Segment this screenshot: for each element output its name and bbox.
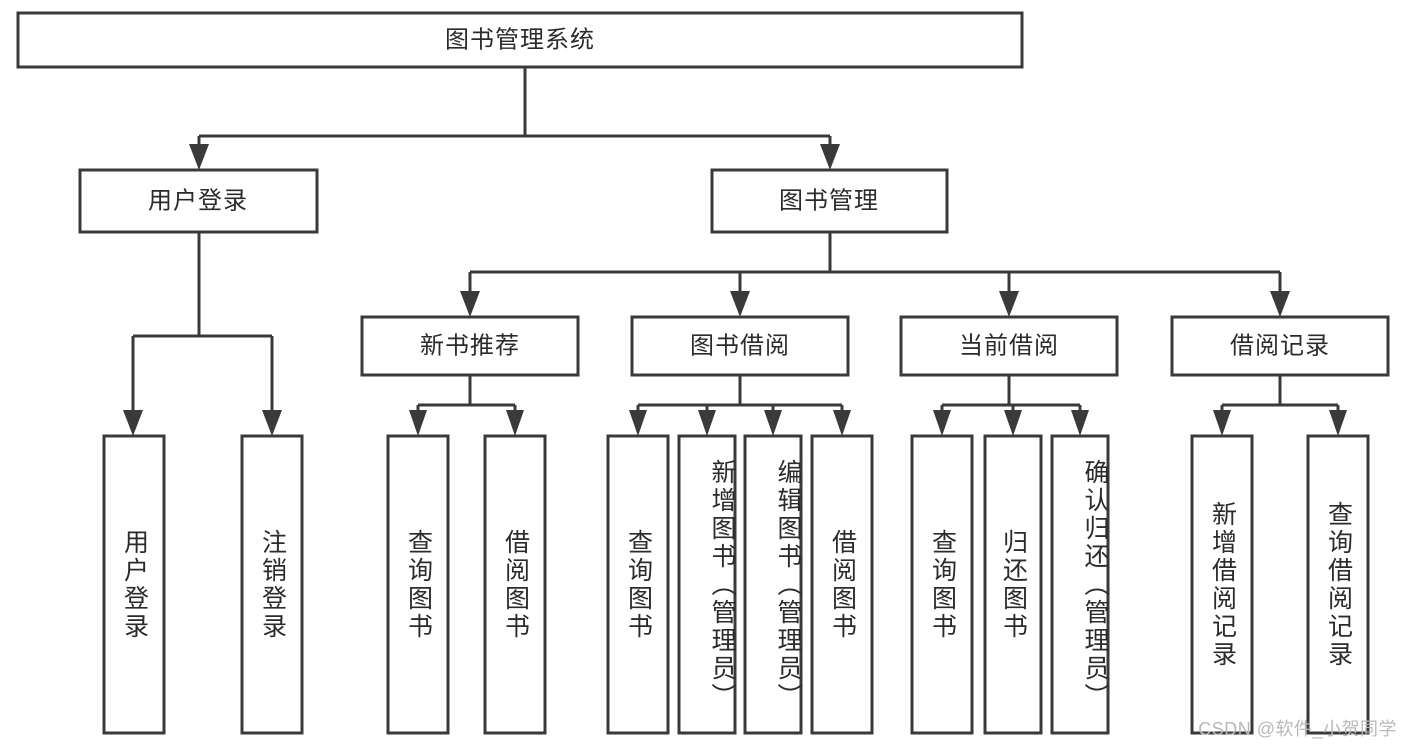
leaf-box-borrow-book-2[interactable] (810, 434, 874, 735)
node-book-borrow[interactable]: 图书借阅 (630, 315, 850, 377)
arrow-current-leaf-2 (1004, 410, 1022, 436)
arrow-user-login-leaf-2 (262, 410, 282, 436)
arrow-borrow-leaf-2 (698, 410, 716, 436)
node-new-book-recommend-box[interactable] (360, 315, 580, 377)
arrow-user-login-leaf-1 (123, 410, 143, 436)
node-borrow-record-box[interactable] (1170, 315, 1390, 377)
leaf-box-query-book-1[interactable] (386, 434, 450, 735)
node-borrow-record-label: 借阅记录 (1230, 332, 1330, 359)
arrow-book-mgmt-to-new-book (460, 291, 480, 317)
arrow-current-leaf-3 (1071, 410, 1089, 436)
leaf-box-borrow-book-1[interactable] (483, 434, 547, 735)
node-current-borrow-box[interactable] (899, 315, 1119, 377)
node-user-login-label: 用户登录 (148, 187, 248, 214)
node-new-book-recommend[interactable]: 新书推荐 (360, 315, 580, 377)
node-user-login-box[interactable] (78, 168, 319, 234)
arrow-new-book-leaf-2 (506, 410, 524, 436)
arrow-root-to-user-login (189, 144, 209, 170)
node-borrow-record[interactable]: 借阅记录 (1170, 315, 1390, 377)
node-new-book-recommend-label: 新书推荐 (420, 332, 520, 359)
node-root-system[interactable]: 图书管理系统 (16, 11, 1024, 69)
arrow-borrow-leaf-3 (764, 410, 782, 436)
leaf-box-query-book-3[interactable] (910, 434, 974, 735)
arrow-current-leaf-1 (933, 410, 951, 436)
arrow-book-mgmt-to-borrow (730, 291, 750, 317)
leaf-box-add-record[interactable] (1190, 434, 1254, 735)
arrow-book-mgmt-to-current (999, 291, 1019, 317)
node-root-system-box[interactable] (16, 11, 1024, 69)
node-current-borrow[interactable]: 当前借阅 (899, 315, 1119, 377)
leaf-box-query-record[interactable] (1306, 434, 1370, 735)
arrow-new-book-leaf-1 (409, 410, 427, 436)
leaf-box-return-book[interactable] (983, 434, 1043, 735)
node-book-borrow-box[interactable] (630, 315, 850, 377)
arrow-record-leaf-2 (1329, 410, 1347, 436)
node-book-management-box[interactable] (710, 168, 949, 234)
node-book-borrow-label: 图书借阅 (690, 332, 790, 359)
node-current-borrow-label: 当前借阅 (959, 332, 1059, 359)
arrow-record-leaf-1 (1213, 410, 1231, 436)
leaf-box-query-book-2[interactable] (606, 434, 670, 735)
leaf-box-add-book[interactable] (677, 434, 737, 735)
arrow-root-to-book-mgmt (820, 144, 840, 170)
leaf-box-confirm-return[interactable] (1050, 434, 1110, 735)
csdn-watermark: CSDN @软件_小贺同学 (1198, 719, 1397, 739)
leaf-box-layer (102, 434, 1370, 735)
node-book-management[interactable]: 图书管理 (710, 168, 949, 234)
leaf-box-logout[interactable] (240, 434, 304, 735)
node-root-system-label: 图书管理系统 (445, 26, 595, 53)
arrow-book-mgmt-to-record (1270, 291, 1290, 317)
leaf-box-user-login[interactable] (102, 434, 166, 735)
leaf-box-edit-book[interactable] (743, 434, 803, 735)
arrow-borrow-leaf-1 (629, 410, 647, 436)
arrow-borrow-leaf-4 (833, 410, 851, 436)
node-book-management-label: 图书管理 (779, 187, 879, 214)
node-user-login[interactable]: 用户登录 (78, 168, 319, 234)
connector-layer (123, 67, 1347, 436)
